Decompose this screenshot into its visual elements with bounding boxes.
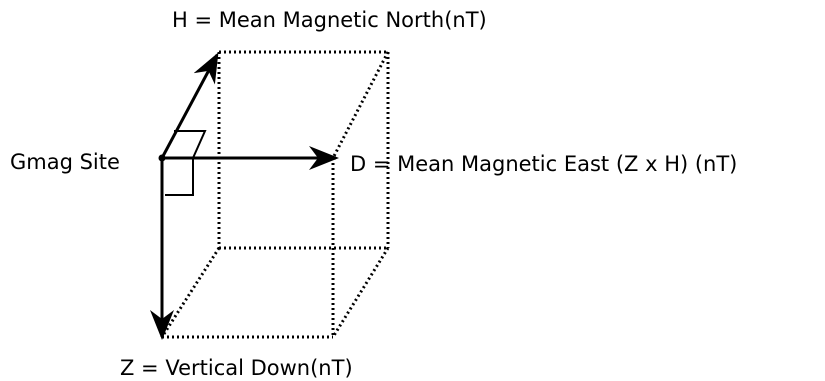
box-edge-top-right bbox=[331, 51, 390, 159]
h-axis-arrow bbox=[160, 52, 219, 159]
right-angle-marker-d-z bbox=[165, 158, 194, 196]
h-axis-label: H = Mean Magnetic North(nT) bbox=[172, 8, 487, 32]
z-axis-label: Z = Vertical Down(nT) bbox=[120, 356, 353, 380]
site-label: Gmag Site bbox=[10, 150, 120, 174]
d-axis-label: D = Mean Magnetic East (Z x H) (nT) bbox=[350, 152, 738, 176]
dotted-box bbox=[160, 50, 390, 339]
box-edge-bottom-left bbox=[160, 247, 221, 338]
right-angle-markers bbox=[165, 130, 207, 196]
right-angle-marker-h-d bbox=[174, 130, 207, 159]
site-origin-point bbox=[158, 154, 166, 162]
box-edge-bottom-right bbox=[331, 247, 390, 338]
axis-arrows bbox=[150, 52, 339, 340]
